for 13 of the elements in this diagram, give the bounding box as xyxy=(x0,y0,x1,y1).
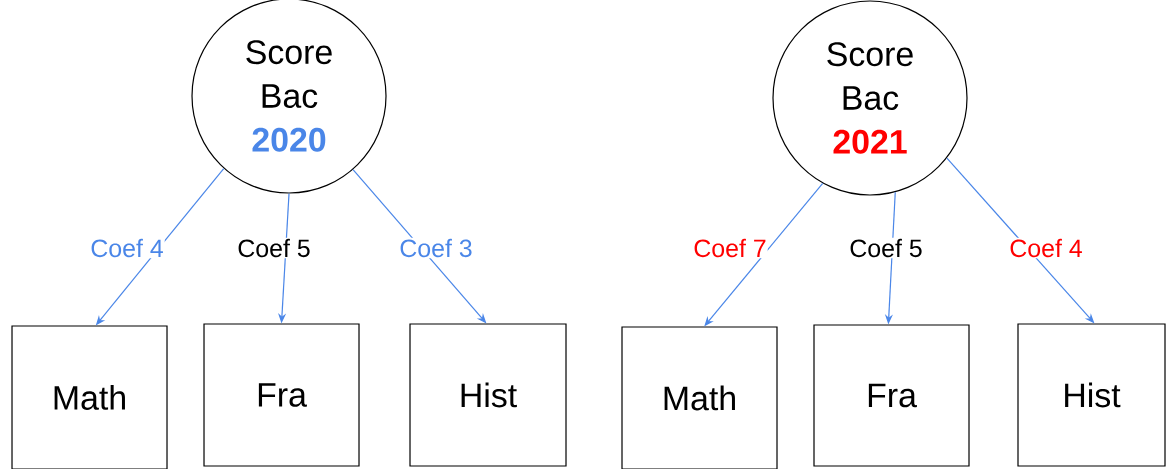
subject-box: Fra xyxy=(203,323,360,467)
circle-node: Score Bac 2021 xyxy=(772,0,968,196)
subject-box: Hist xyxy=(1017,323,1166,467)
subject-box: Math xyxy=(11,325,168,469)
edge-label: Coef 4 xyxy=(89,237,165,259)
edge-label: Coef 4 xyxy=(1008,237,1084,259)
edge-label: Coef 3 xyxy=(398,237,474,259)
subject-box: Hist xyxy=(409,323,567,467)
edge-label: Coef 5 xyxy=(236,237,312,259)
edge-label: Coef 5 xyxy=(848,237,924,259)
subject-box: Math xyxy=(621,326,778,469)
edge-label: Coef 7 xyxy=(692,237,768,259)
subject-box: Fra xyxy=(813,324,970,467)
